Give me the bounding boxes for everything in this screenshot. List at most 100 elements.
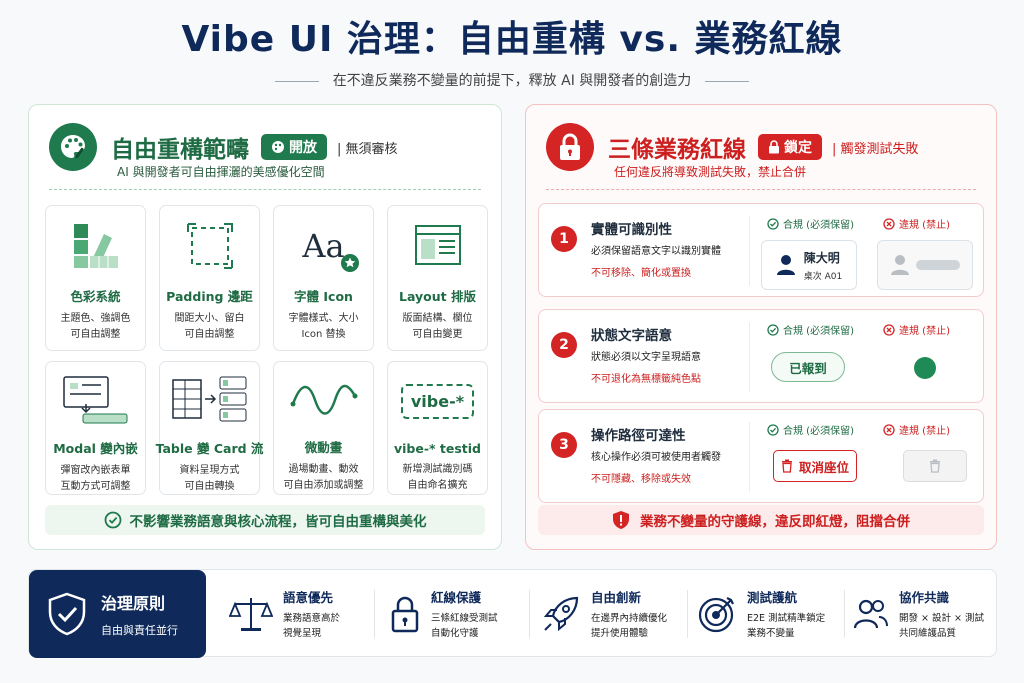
principle-desc: 在邊界內持續優化提升使用體驗 — [591, 611, 667, 641]
person-icon — [776, 255, 795, 275]
rule-title: 狀態文字語意 — [591, 328, 672, 344]
page-subtitle: 在不違反業務不變量的前提下，釋放 AI 與開發者的創造力 — [0, 70, 1024, 90]
divider — [749, 216, 750, 286]
principle-semantic-first: 語意優先業務語意高於視覺呈現 — [229, 570, 340, 658]
card-desc-line: Icon 替換 — [301, 329, 346, 340]
principle-desc-line: E2E 測試精準鎖定 — [747, 613, 826, 624]
divider — [705, 80, 750, 82]
check-circle-icon — [767, 323, 779, 336]
card-vibe-testid: vibe-* vibe-* testid 新增測試識別碼自由命名擴充 — [387, 361, 488, 495]
compliant-label: 合規 (必須保留) — [783, 326, 854, 337]
card-desc: 資料呈現方式可自由轉換 — [180, 463, 240, 495]
wave-icon — [289, 374, 359, 425]
card-title: Modal 變內嵌 — [53, 441, 138, 456]
team-icon — [853, 599, 888, 629]
open-badge: 開放 — [261, 134, 327, 160]
violation-label: 違規 (禁止) — [899, 426, 950, 437]
card-padding: Padding 邊距 間距大小、留白可自由調整 — [159, 205, 260, 351]
trash-icon — [781, 459, 792, 473]
card-desc-line: 間距大小、留白 — [174, 313, 245, 324]
card-desc-line: 自由命名擴充 — [407, 480, 468, 491]
principle-title: 自由創新 — [591, 590, 642, 605]
swatch-icon — [70, 218, 122, 274]
principle-collaboration: 協作共識開發 × 設計 × 測試共同維護品質 — [853, 570, 984, 658]
governance-principles-bar: 治理原則 自由與責任並行 語意優先業務語意高於視覺呈現 紅線保護三條紅線受測試自… — [28, 569, 997, 658]
violation-label: 違規 (禁止) — [899, 326, 950, 337]
shield-check-icon — [48, 592, 86, 636]
free-refactor-panel: 自由重構範疇 開放 | 無須審核 AI 與開發者可自由揮灑的美感優化空間 色彩系… — [28, 104, 502, 550]
x-circle-icon — [883, 323, 895, 336]
layout-icon — [412, 218, 464, 274]
card-desc-line: 主題色、強調色 — [60, 313, 131, 324]
divider — [546, 189, 976, 190]
person-card-compliant: 陳大明桌次 A01 — [761, 240, 857, 290]
principle-title: 紅線保護 — [431, 590, 482, 605]
free-refactor-header: 自由重構範疇 開放 | 無須審核 — [49, 123, 398, 171]
scale-icon — [229, 598, 273, 631]
business-redline-panel: 三條業務紅線 鎖定 | 觸發測試失敗 任何違反將導致測試失敗，禁止合併 1 實體… — [525, 104, 997, 550]
redline-description: 任何違反將導致測試失敗，禁止合併 — [614, 165, 807, 179]
palette-icon — [49, 123, 97, 171]
no-review-note-text: 無須審核 — [345, 141, 398, 157]
redline-header: 三條業務紅線 鎖定 | 觸發測試失敗 — [546, 123, 919, 171]
card-desc: 主題色、強調色可自由調整 — [61, 311, 131, 343]
free-refactor-footer-text: 不影響業務語意與核心流程，皆可自由重構與美化 — [129, 514, 427, 530]
card-table-card: Table 變 Card 流 資料呈現方式可自由轉換 — [156, 361, 263, 495]
rule-desc: 狀態必須以文字呈現語意 — [591, 352, 701, 363]
free-refactor-footer: 不影響業務語意與核心流程，皆可自由重構與美化 — [45, 505, 485, 535]
rule-warning: 不可退化為無標籤純色點 — [591, 374, 701, 385]
principle-desc-line: 自動化守護 — [431, 628, 479, 639]
violation-header: 違規 (禁止) — [883, 422, 950, 437]
violation-label: 違規 (禁止) — [899, 220, 950, 231]
rule-title: 操作路徑可達性 — [591, 428, 686, 444]
rule-status-semantics: 2 狀態文字語意 狀態必須以文字呈現語意 不可退化為無標籤純色點 合規 (必須保… — [538, 309, 984, 403]
compliant-header: 合規 (必須保留) — [767, 216, 854, 231]
star-icon — [340, 254, 359, 272]
card-desc: 過場動畫、動效可自由添加或調整 — [284, 462, 364, 494]
divider — [844, 590, 845, 638]
free-refactor-title: 自由重構範疇 — [111, 137, 249, 163]
principle-desc-line: 三條紅線受測試 — [431, 613, 498, 624]
card-desc-line: 互動方式可調整 — [60, 481, 131, 492]
compliant-header: 合規 (必須保留) — [767, 322, 854, 337]
card-modal-inline: Modal 變內嵌 彈窗改內嵌表單互動方式可調整 — [45, 361, 146, 495]
test-fail-note: | 觸發測試失敗 — [832, 141, 919, 157]
principle-desc: 三條紅線受測試自動化守護 — [431, 611, 498, 641]
font-glyph: Aa — [302, 227, 345, 265]
target-icon — [698, 597, 734, 633]
check-circle-icon — [767, 217, 779, 230]
card-title: 色彩系統 — [70, 289, 121, 304]
principle-title: 測試護航 — [747, 590, 798, 605]
rule-warning: 不可隱藏、移除或失效 — [591, 474, 691, 485]
governance-subtitle: 自由與責任並行 — [101, 624, 178, 637]
principle-title: 語意優先 — [283, 590, 334, 605]
free-refactor-description: AI 與開發者可自由揮灑的美感優化空間 — [117, 165, 325, 179]
principle-desc-line: 業務不變量 — [747, 628, 795, 639]
rule-desc: 核心操作必須可被使用者觸發 — [591, 452, 721, 463]
cancel-seat-button[interactable]: 取消座位 — [773, 450, 857, 482]
font-icon: Aa — [302, 218, 359, 274]
lock-icon — [391, 596, 419, 633]
test-fail-note-text: 觸發測試失敗 — [840, 141, 919, 157]
rule-title: 實體可識別性 — [591, 222, 672, 238]
rule-number: 2 — [551, 332, 577, 358]
person-placeholder-icon — [891, 255, 909, 275]
testid-glyph: vibe-* — [400, 384, 475, 419]
lock-mini-icon — [769, 140, 779, 154]
status-badge-checked-in: 已報到 — [771, 352, 845, 382]
person-card-violation — [877, 240, 973, 290]
rule-number: 1 — [551, 226, 577, 252]
card-desc: 彈窗改內嵌表單互動方式可調整 — [61, 463, 131, 495]
card-layout: Layout 排版 版面結構、欄位可自由變更 — [387, 205, 488, 351]
principle-desc: 開發 × 設計 × 測試共同維護品質 — [899, 611, 984, 641]
disabled-trash-button — [903, 450, 967, 482]
card-desc-line: 資料呈現方式 — [179, 465, 240, 476]
principle-desc-line: 視覺呈現 — [283, 628, 322, 639]
principle-redline-protection: 紅線保護三條紅線受測試自動化守護 — [389, 570, 498, 658]
cancel-seat-label: 取消座位 — [798, 459, 849, 475]
card-desc: 間距大小、留白可自由調整 — [175, 311, 245, 343]
modal-icon — [61, 374, 131, 426]
free-refactor-grid: 色彩系統 主題色、強調色可自由調整 Padding 邊距 間距大小、留白可自由調… — [45, 205, 488, 495]
card-desc-line: 字體樣式、大小 — [288, 313, 359, 324]
principle-desc-line: 共同維護品質 — [899, 628, 957, 639]
